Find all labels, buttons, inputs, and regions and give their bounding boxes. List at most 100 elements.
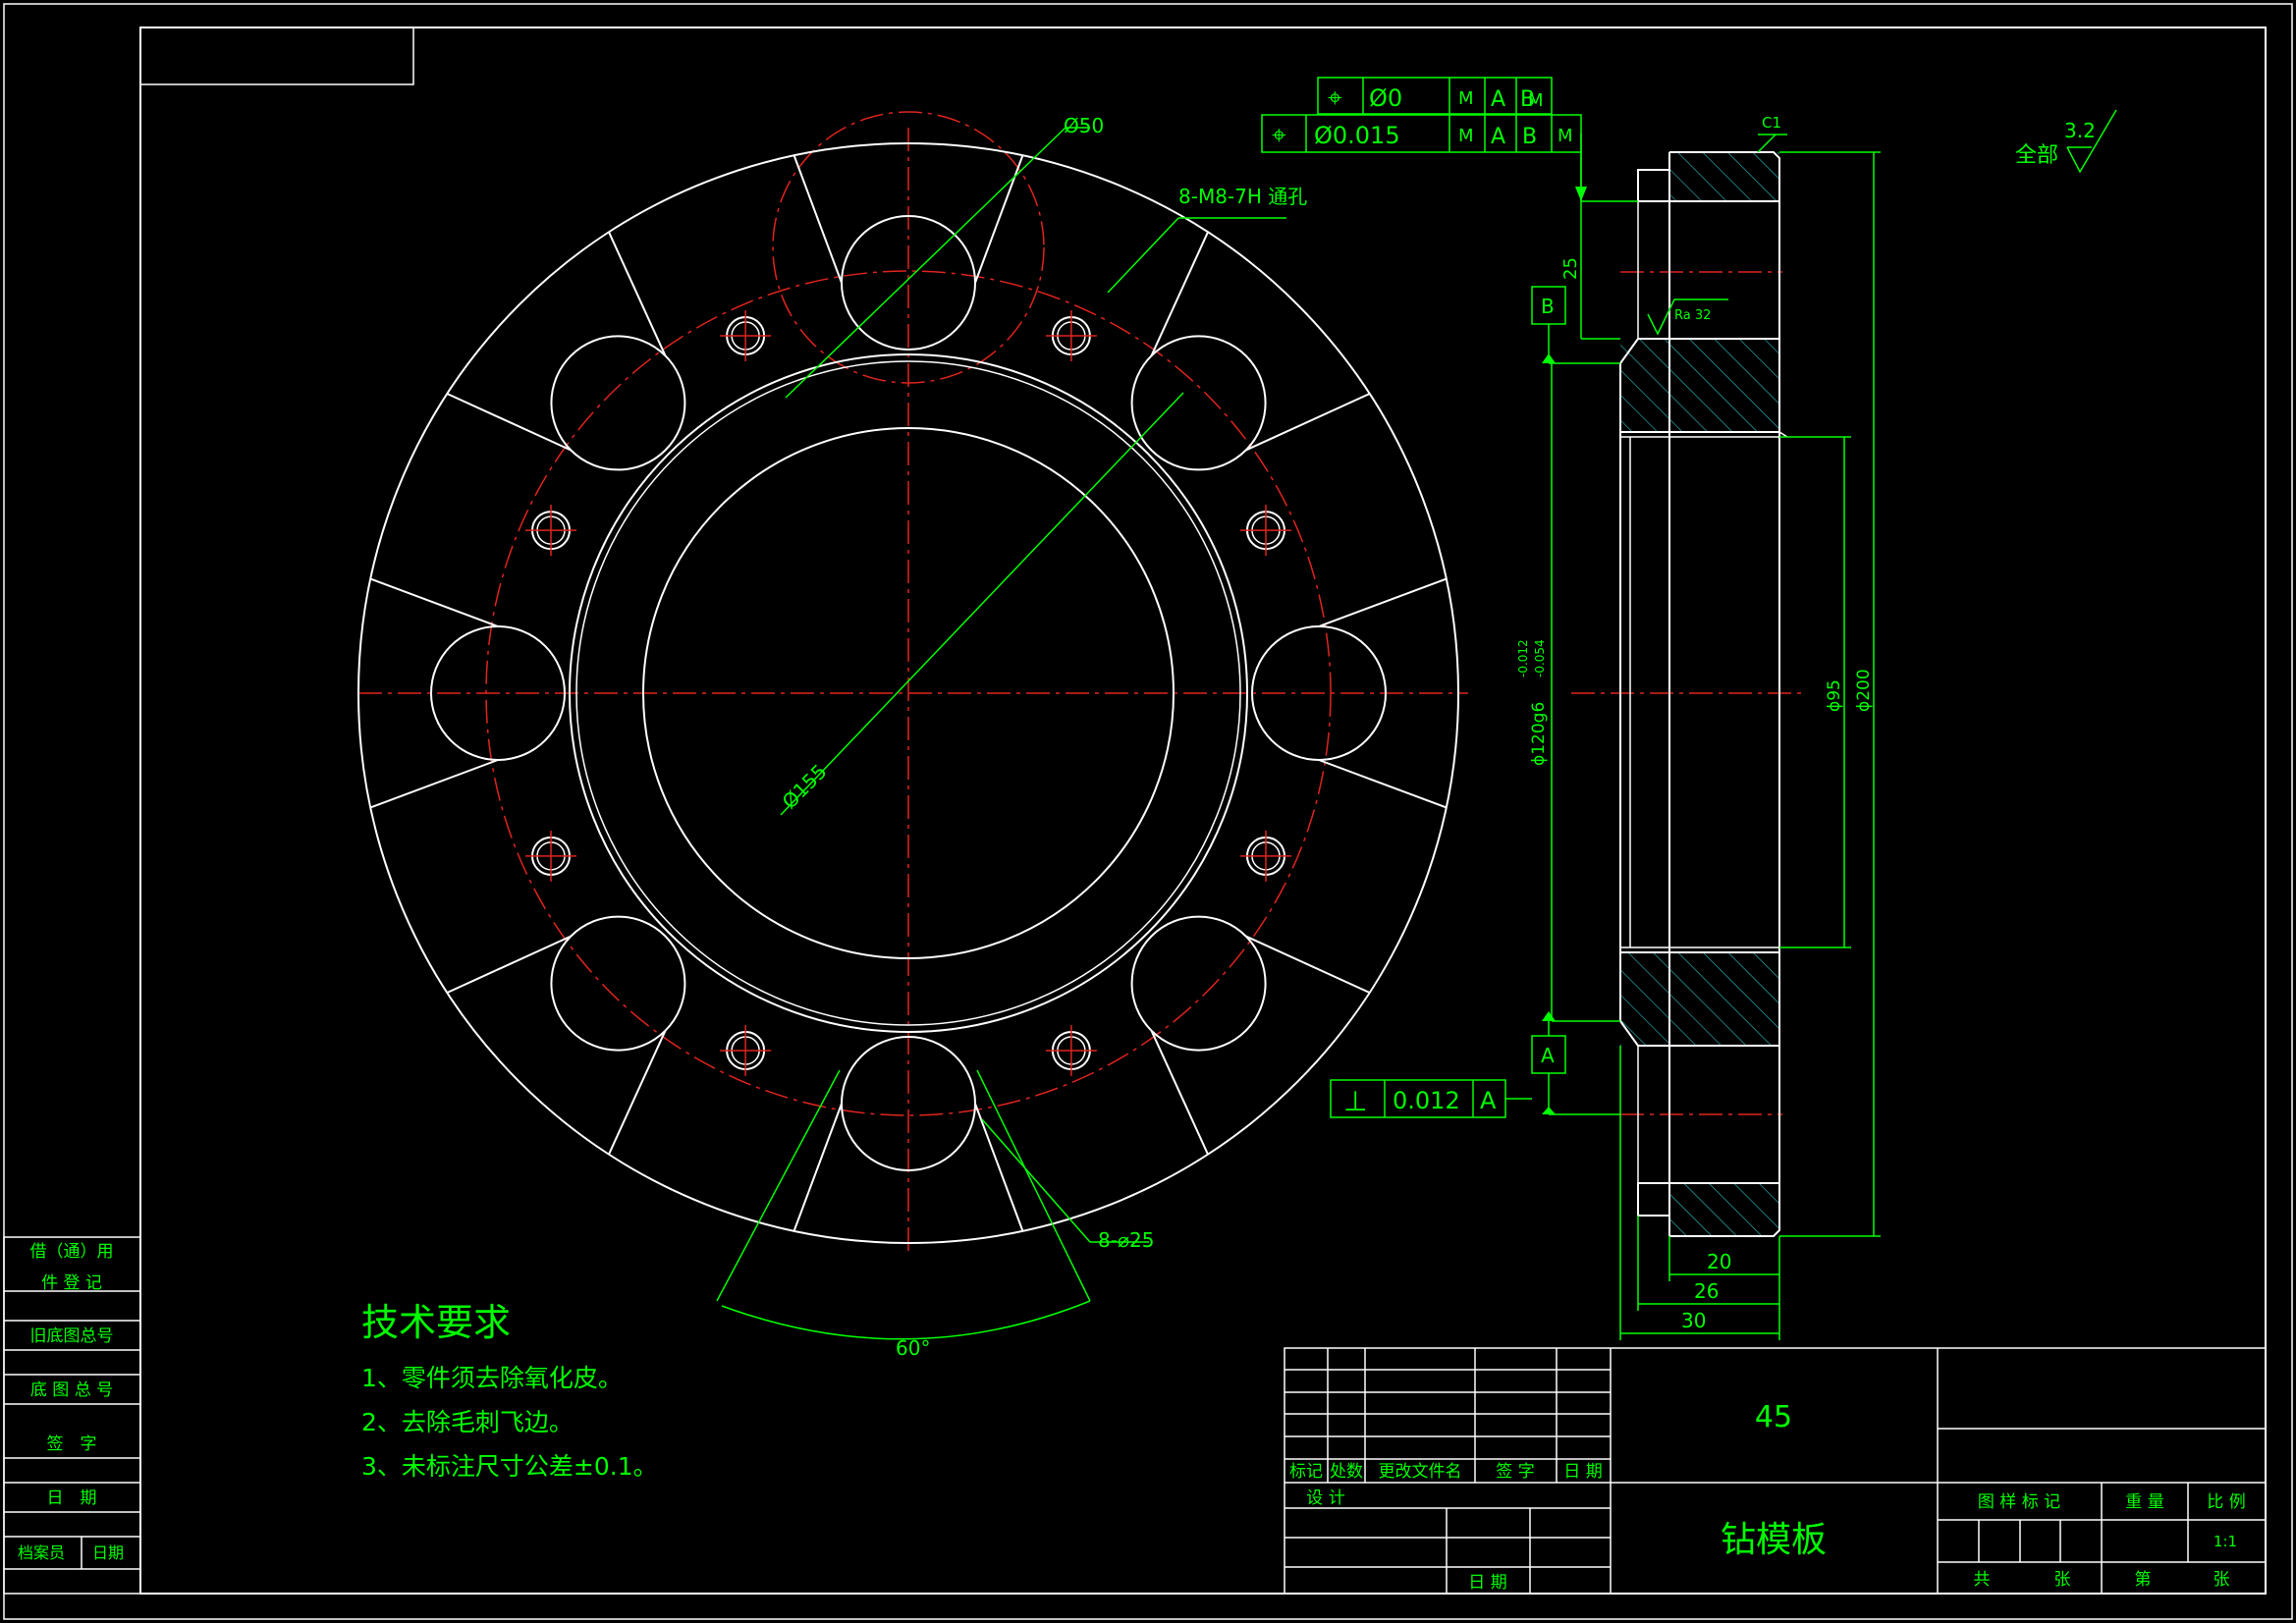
gdt-row1-tolerance: Ø0 — [1369, 84, 1402, 112]
dim-d95: ɸ95 — [1825, 679, 1844, 712]
dim-d200: ɸ200 — [1854, 669, 1874, 712]
bore-ring-2 — [575, 360, 1241, 1026]
gdt-row1-symbol: ⌖ — [1328, 83, 1342, 113]
strip-label-7: 档案员 — [18, 1543, 65, 1562]
d50-phantom-circle — [772, 111, 1045, 384]
dim-20: 20 — [1707, 1250, 1731, 1273]
strip-label-3: 旧底图总号 — [30, 1326, 114, 1346]
dim-d120: ɸ120g6 — [1529, 702, 1549, 766]
section-view: C1 25 B Ra 32 ɸ120g6 -0.012 -0.054 A — [1516, 114, 1881, 1340]
slot-edge — [446, 393, 572, 452]
gdt-perp-symbol: ⊥ — [1343, 1085, 1367, 1117]
strip-label-8: 日期 — [92, 1543, 124, 1562]
slot-edge — [1318, 577, 1448, 627]
strip-label-4: 底 图 总 号 — [30, 1380, 113, 1400]
tech-req-item-2: 2、去除毛刺飞边。 — [361, 1408, 574, 1436]
roughness-local: Ra 32 — [1674, 308, 1711, 323]
gdt-row2-mod1: M — [1458, 126, 1474, 146]
slot-edge — [608, 1030, 667, 1156]
rev-header-count: 处数 — [1330, 1462, 1363, 1482]
total-label: 共 — [1974, 1570, 1991, 1590]
scale-label: 比 例 — [2207, 1492, 2245, 1512]
surface-finish-label: 全部 — [2015, 143, 2058, 168]
slot-edge — [608, 231, 667, 356]
gdt-position-frame: ⌖ Ø0 M A B M ⌖ Ø0.015 M A B M — [1261, 77, 1587, 201]
bore-circle — [642, 427, 1175, 959]
gdt-row2-tolerance: Ø0.015 — [1314, 122, 1400, 149]
slot-edge — [974, 1103, 1024, 1232]
surface-finish-symbol: 全部 3.2 — [2015, 109, 2117, 174]
tech-req-title: 技术要求 — [361, 1301, 511, 1344]
gdt-perp-ref: A — [1480, 1087, 1497, 1114]
bolt-circle — [485, 270, 1332, 1116]
angle-60: 60° — [896, 1336, 930, 1360]
tech-requirements: 技术要求 1、零件须去除氧化皮。 2、去除毛刺飞边。 3、未标注尺寸公差±0.1… — [361, 1301, 658, 1481]
tech-req-item-3: 3、未标注尺寸公差±0.1。 — [361, 1452, 658, 1481]
outer-circle — [357, 142, 1459, 1244]
slot-edge — [369, 577, 499, 627]
dim-25: 25 — [1560, 257, 1581, 280]
date-label: 日 期 — [1468, 1573, 1506, 1593]
rev-header-mark: 标记 — [1289, 1462, 1323, 1482]
outer-frame — [3, 3, 2293, 1620]
dim-d120-upper: -0.012 — [1516, 639, 1530, 677]
stage-mark-label: 图 样 标 记 — [1978, 1492, 2060, 1512]
gdt-row2-ref-a: A — [1491, 125, 1505, 149]
gdt-row1-ref-a: A — [1491, 87, 1505, 112]
inner-frame — [139, 27, 2267, 1595]
dim-30: 30 — [1681, 1309, 1706, 1332]
slot-edge — [1318, 759, 1448, 809]
scale-value: 1:1 — [2214, 1533, 2237, 1550]
slot-edge — [793, 154, 843, 284]
top-left-box — [139, 27, 414, 85]
datum-b: B — [1541, 295, 1555, 318]
part-name: 钻模板 — [1721, 1520, 1827, 1560]
sheets-label: 张 — [2054, 1570, 2071, 1590]
sheet-unit-label: 张 — [2214, 1570, 2230, 1590]
left-strip: 借（通）用 件 登 记 旧底图总号 底 图 总 号 签 字 日 期 档案员 日期 — [3, 1236, 141, 1595]
dim-26: 26 — [1694, 1279, 1719, 1303]
rev-header-date: 日 期 — [1563, 1462, 1602, 1482]
rev-header-doc: 更改文件名 — [1379, 1462, 1462, 1482]
rev-header-sign: 签 字 — [1496, 1462, 1534, 1482]
gdt-perp-tolerance: 0.012 — [1393, 1087, 1460, 1114]
gdt-row1-ref-b: B — [1520, 87, 1535, 112]
gdt-perpendicularity-frame: ⊥ 0.012 A — [1330, 1079, 1532, 1118]
thread-callout: 8-M8-7H 通孔 — [1178, 185, 1307, 208]
surface-finish-value: 3.2 — [2064, 119, 2096, 142]
gdt-row2-ref-b: B — [1522, 125, 1537, 149]
slot-edge — [369, 759, 499, 809]
design-label: 设 计 — [1306, 1488, 1344, 1508]
plan-view: Ø50 8-M8-7H 通孔 Ø155 8-⌀25 60° — [357, 111, 1468, 1360]
gdt-row2-symbol: ⌖ — [1272, 121, 1286, 150]
datum-a: A — [1541, 1044, 1555, 1067]
tech-req-item-1: 1、零件须去除氧化皮。 — [361, 1364, 623, 1392]
large-hole — [1130, 335, 1267, 471]
weight-label: 重 量 — [2125, 1492, 2163, 1512]
strip-label-2: 件 登 记 — [41, 1273, 102, 1293]
gdt-row1-mod1: M — [1458, 88, 1474, 109]
dim-d120-lower: -0.054 — [1533, 639, 1547, 677]
gdt-row1-mod2: M — [1528, 90, 1544, 111]
holes-callout: 8-⌀25 — [1098, 1228, 1154, 1252]
chamfer-c1: C1 — [1762, 114, 1781, 132]
sheet-no-label: 第 — [2135, 1570, 2152, 1590]
slot-edge — [1150, 231, 1209, 356]
large-hole — [550, 335, 686, 471]
slot-edge — [1245, 393, 1371, 452]
strip-label-5: 签 字 — [47, 1434, 97, 1454]
gdt-row2-mod2: M — [1558, 126, 1573, 146]
large-hole — [550, 915, 686, 1052]
strip-label-6: 日 期 — [47, 1488, 97, 1508]
slot-edge — [446, 935, 572, 994]
dim-d50: Ø50 — [1064, 114, 1104, 137]
strip-label-1: 借（通）用 — [30, 1242, 114, 1262]
title-block: 标记 处数 更改文件名 签 字 日 期 设 计 日 期 45 钻模板 图 样 标… — [1284, 1347, 2267, 1595]
material: 45 — [1755, 1400, 1792, 1434]
bore-ring-1 — [569, 353, 1248, 1033]
slot-edge — [974, 154, 1024, 284]
large-hole — [1130, 915, 1267, 1052]
slot-edge — [1245, 935, 1371, 994]
slot-edge — [793, 1103, 843, 1232]
